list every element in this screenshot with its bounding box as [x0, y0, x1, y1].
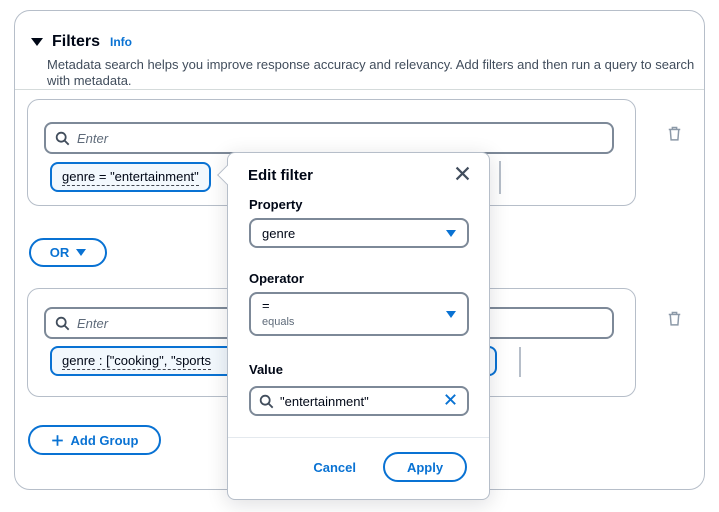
property-select[interactable]: genre: [249, 218, 469, 248]
chevron-down-icon: [76, 249, 87, 256]
filter-search-input-1[interactable]: [77, 130, 603, 146]
value-input[interactable]: [280, 393, 435, 409]
chevron-down-icon: [446, 310, 456, 318]
clear-value-icon[interactable]: [441, 392, 459, 410]
property-selected-value: genre: [262, 225, 296, 241]
filters-expand-header: Filters Info: [31, 33, 132, 51]
apply-button[interactable]: Apply: [383, 452, 467, 482]
panel-description: Metadata search helps you improve respon…: [47, 57, 695, 88]
group-operator-label: OR: [49, 245, 70, 260]
value-label: Value: [249, 362, 283, 377]
value-input-box: [249, 386, 469, 416]
operator-selected-option: = equals: [262, 298, 294, 329]
search-icon: [259, 394, 274, 409]
token-separator: [499, 161, 501, 194]
operator-selected-description: equals: [262, 316, 295, 329]
page-title: Filters: [52, 33, 101, 50]
chevron-down-icon: [446, 229, 456, 237]
filter-search-box-1: [44, 122, 614, 154]
property-label: Property: [249, 197, 303, 212]
popover-title: Edit filter: [248, 167, 314, 184]
operator-select[interactable]: = equals: [249, 292, 469, 336]
add-group-button[interactable]: Add Group: [28, 425, 161, 455]
remove-group-button-1[interactable]: [663, 124, 685, 146]
info-link[interactable]: Info: [110, 35, 133, 49]
popover-footer: Cancel Apply: [228, 452, 489, 482]
add-group-label: Add Group: [70, 432, 139, 448]
filter-token-label: genre : ["cooking", "sports: [62, 352, 211, 370]
collapse-triangle-icon[interactable]: [31, 38, 43, 46]
footer-divider: [228, 437, 489, 438]
remove-group-button-2[interactable]: [663, 309, 685, 331]
close-icon[interactable]: [451, 164, 473, 186]
header-divider: [15, 89, 704, 90]
edit-filter-popover: Edit filter Property genre Operator = eq…: [217, 152, 490, 500]
filter-token-1[interactable]: genre = "entertainment": [50, 162, 211, 192]
plus-icon: [51, 434, 64, 447]
search-icon: [55, 316, 70, 331]
search-icon: [55, 131, 70, 146]
operator-label: Operator: [249, 271, 304, 286]
token-separator: [519, 347, 521, 377]
operator-selected-value: =: [262, 298, 270, 314]
group-operator-button[interactable]: OR: [29, 238, 107, 267]
trash-icon: [666, 310, 683, 327]
cancel-button[interactable]: Cancel: [313, 459, 356, 475]
filter-token-label: genre = "entertainment": [62, 168, 199, 186]
trash-icon: [666, 125, 683, 142]
